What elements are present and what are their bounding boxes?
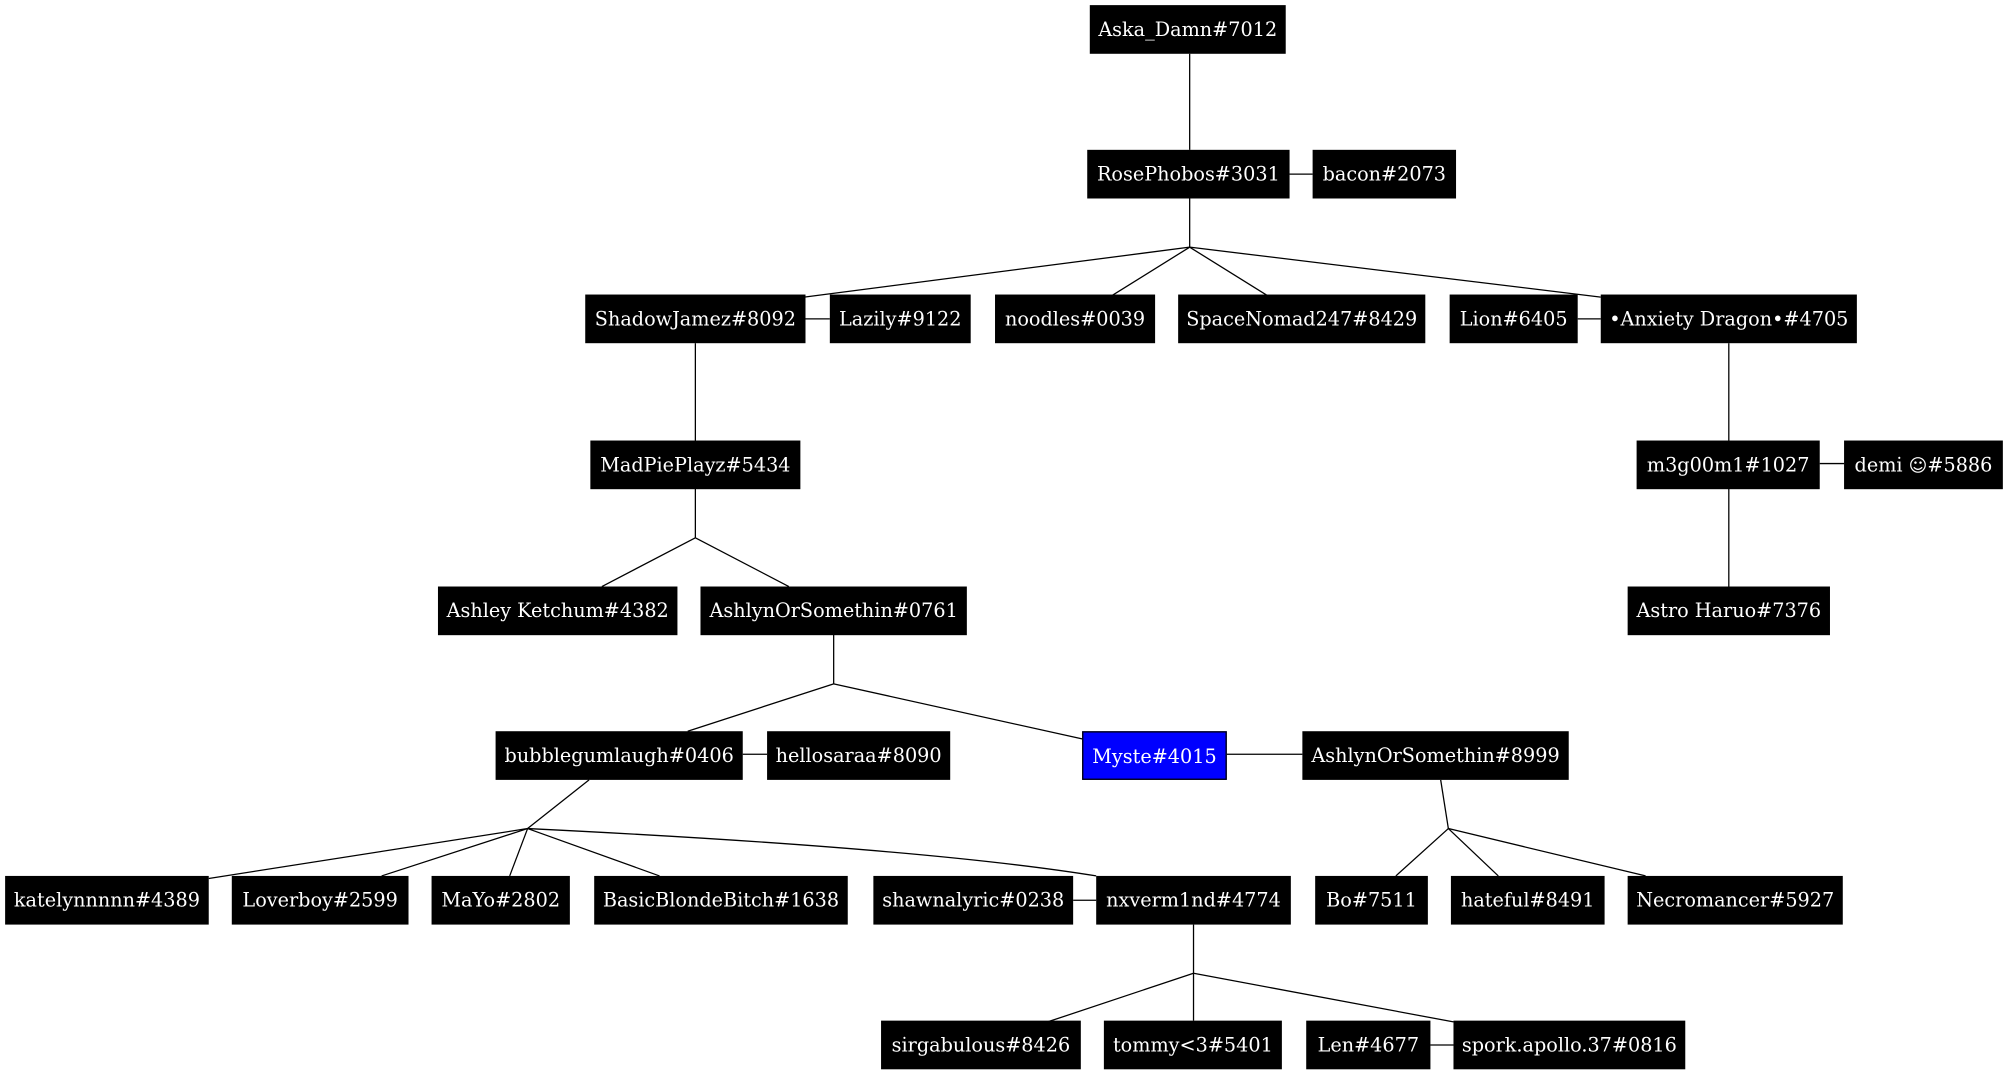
edge-group-ashlyn0761 <box>687 633 1083 740</box>
node-shadowjamez[interactable]: ShadowJamez#8092 <box>585 294 806 344</box>
edge-group-rosephobos <box>804 198 1601 298</box>
node-ashlyn-8999[interactable]: AshlynOrSomethin#8999 <box>1302 731 1569 780</box>
node-bo[interactable]: Bo#7511 <box>1315 875 1428 925</box>
node-bubblegumlaugh[interactable]: bubblegumlaugh#0406 <box>495 731 743 780</box>
smiley-icon: ☺ <box>1908 455 1928 477</box>
edge-parent-link <box>1440 779 1449 829</box>
node-basicblonde[interactable]: BasicBlondeBitch#1638 <box>594 875 848 925</box>
node-mayo[interactable]: MaYo#2802 <box>431 875 570 925</box>
node-demi[interactable]: demi ☺#5886 <box>1844 440 2003 490</box>
node-spork-apollo[interactable]: spork.apollo.37#0816 <box>1453 1020 1686 1070</box>
node-madpieplayz[interactable]: MadPiePlayz#5434 <box>590 440 801 490</box>
node-rosephobos[interactable]: RosePhobos#3031 <box>1087 149 1290 199</box>
edge-group-ashlyn8999 <box>1395 779 1646 877</box>
edge-child-link <box>601 537 696 588</box>
edge-group-nxverm1nd <box>1047 924 1454 1023</box>
node-noodles[interactable]: noodles#0039 <box>995 294 1156 344</box>
edge-child-link <box>1111 246 1191 297</box>
edge-child-link <box>1189 246 1601 298</box>
node-ashley-ketchum[interactable]: Ashley Ketchum#4382 <box>437 586 678 636</box>
node-lion[interactable]: Lion#6405 <box>1449 294 1578 344</box>
edge-parent-link <box>527 779 590 830</box>
edge-child-link <box>381 827 528 877</box>
node-loverboy[interactable]: Loverboy#2599 <box>231 875 409 925</box>
node-aska-damn[interactable]: Aska_Damn#7012 <box>1089 5 1286 54</box>
edge-child-link <box>1047 972 1194 1023</box>
node-demi-name: demi <box>1854 453 1909 477</box>
node-len[interactable]: Len#4677 <box>1306 1020 1431 1070</box>
node-myste[interactable]: Myste#4015 <box>1082 731 1227 780</box>
edge-child-link <box>509 828 529 877</box>
edge-child-link <box>527 827 660 877</box>
node-spacenomad[interactable]: SpaceNomad247#8429 <box>1178 294 1426 344</box>
node-katelynnnnn[interactable]: katelynnnnn#4389 <box>5 875 209 925</box>
edge-child-link <box>527 827 1097 877</box>
edge-child-link <box>208 827 528 880</box>
node-tommy[interactable]: tommy<3#5401 <box>1103 1020 1282 1070</box>
node-hateful[interactable]: hateful#8491 <box>1450 875 1605 925</box>
edge-child-link <box>1447 828 1499 877</box>
edge-child-link <box>804 246 1190 298</box>
edge-child-link <box>1193 972 1454 1023</box>
edge-child-link <box>695 537 790 588</box>
edge-child-link <box>833 683 1083 740</box>
edge-child-link <box>1395 828 1449 877</box>
node-bacon[interactable]: bacon#2073 <box>1312 149 1457 199</box>
node-lazily[interactable]: Lazily#9122 <box>829 294 971 344</box>
node-ashlyn-0761[interactable]: AshlynOrSomethin#0761 <box>700 586 967 636</box>
node-necromancer[interactable]: Necromancer#5927 <box>1627 875 1843 925</box>
node-demi-tag: #5886 <box>1927 453 1993 477</box>
node-hellosaraa[interactable]: hellosaraa#8090 <box>767 731 951 780</box>
node-m3g00m1[interactable]: m3g00m1#1027 <box>1636 440 1820 490</box>
edge-group-bubblegum <box>208 779 1097 880</box>
edge-child-link <box>1189 246 1269 297</box>
node-sirgabulous[interactable]: sirgabulous#8426 <box>881 1020 1081 1070</box>
edge-child-link <box>687 683 834 732</box>
node-shawnalyric[interactable]: shawnalyric#0238 <box>873 875 1074 925</box>
node-anxiety-dragon[interactable]: •Anxiety Dragon•#4705 <box>1600 294 1857 344</box>
edge-child-link <box>1448 827 1646 877</box>
edge-group-madpie <box>601 487 790 588</box>
node-astro-haruo[interactable]: Astro Haruo#7376 <box>1627 586 1830 636</box>
node-nxverm1nd[interactable]: nxverm1nd#4774 <box>1096 875 1291 925</box>
